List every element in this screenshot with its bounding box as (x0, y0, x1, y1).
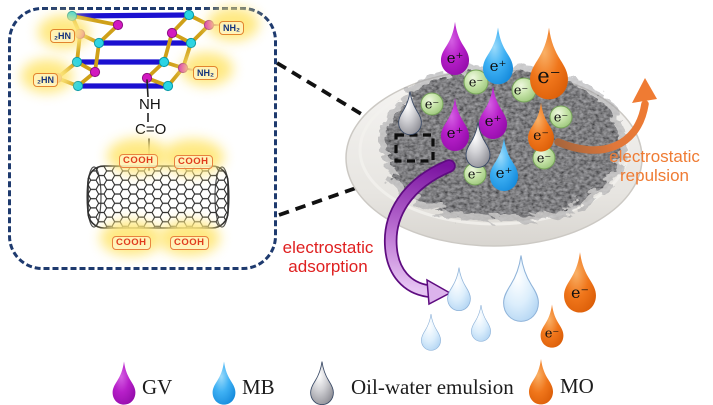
amine-label: ₂HN (33, 73, 58, 87)
cooh-tag-top-right: COOH (162, 139, 224, 175)
mo-charge-label: e⁻ (571, 283, 589, 302)
repulsion-arrowhead (632, 78, 657, 103)
surface-charge-label: e⁻ (469, 76, 484, 91)
surface-charge-label: e⁻ (468, 168, 483, 183)
water-droplets (420, 254, 540, 351)
carbon-nanotube (86, 165, 230, 229)
callout-line-bottom (278, 159, 434, 217)
electrostatic-adsorption-label: electrostatic adsorption (282, 238, 374, 277)
gv-charge-label: e⁺ (447, 124, 464, 142)
legend-oil-droplet (310, 361, 334, 405)
surface-charge-label: e⁻ (514, 84, 529, 99)
amine-tag-bottom-left: ₂HN (21, 59, 73, 93)
amine-label: ₂HN (50, 29, 75, 43)
water-droplet (502, 254, 540, 323)
surface-charge (463, 69, 489, 95)
water-droplet (447, 267, 471, 312)
mo-charge-label: e⁻ (545, 327, 560, 342)
mb-droplet (483, 27, 513, 85)
cooh-label: COOH (112, 236, 151, 250)
cooh-tag-top-left: COOH (107, 138, 169, 174)
cooh-tag-bottom-right: COOH (158, 220, 220, 256)
water-droplet (470, 304, 492, 342)
gv-charge-label: e⁺ (485, 112, 502, 130)
carbonyl-label: C=O (133, 121, 169, 138)
mo-charge-label: e⁻ (537, 64, 561, 88)
amine-label: NH₂ (193, 66, 218, 80)
surface-charge-label: e⁻ (425, 98, 440, 113)
mo-charge-label: e⁻ (533, 128, 549, 144)
surface-charge (549, 105, 573, 129)
amine-tag-top-left: ₂HN (38, 15, 90, 49)
legend-mb-droplet (212, 361, 236, 405)
mb-charge-label: e⁺ (490, 57, 507, 75)
structure-callout-box (8, 7, 277, 270)
surface-charge (420, 92, 444, 116)
surface-charges: e⁻ e⁻ e⁻ e⁻ e⁻ e⁻ (420, 69, 573, 186)
amine-label: NH₂ (219, 21, 244, 35)
surface-charge-label: e⁻ (554, 111, 569, 126)
water-droplet (420, 313, 442, 351)
incoming-droplets: e⁺ e⁺ e⁻ (440, 21, 568, 100)
legend-label-gv: GV (142, 375, 173, 399)
cooh-tag-bottom-left: COOH (100, 220, 162, 256)
cage-rods (69, 12, 194, 89)
zoom-region-square (394, 133, 435, 163)
adsorption-arrowhead (426, 278, 452, 306)
repelled-droplets: e⁻ e⁻ (540, 252, 596, 348)
cooh-label: COOH (174, 155, 213, 169)
cooh-label: COOH (119, 154, 158, 168)
legend-label-mo: MO (560, 374, 594, 398)
repulsion-arrow (554, 100, 649, 154)
mb-charge-label: e⁺ (496, 164, 513, 182)
surface-charge-label: e⁻ (537, 152, 552, 167)
adsorption-arrow (385, 161, 454, 296)
cooh-label: COOH (170, 236, 209, 250)
legend-gv-droplet (112, 361, 136, 405)
callout-line-top (276, 61, 397, 137)
gv-charge-label: e⁺ (447, 49, 464, 67)
electrostatic-repulsion-label: electrostatic repulsion (609, 147, 700, 186)
legend-label-mb: MB (242, 375, 275, 399)
amide-nh-label: NH (137, 96, 163, 113)
amine-tag-top-right: NH₂ (207, 7, 259, 41)
membrane-droplets: e⁺ e⁺ e⁺ e⁻ (398, 85, 554, 192)
legend-mo-droplet (529, 359, 553, 405)
legend-label-oil: Oil-water emulsion (351, 375, 514, 399)
amine-tag-bottom-right: NH₂ (181, 52, 233, 86)
